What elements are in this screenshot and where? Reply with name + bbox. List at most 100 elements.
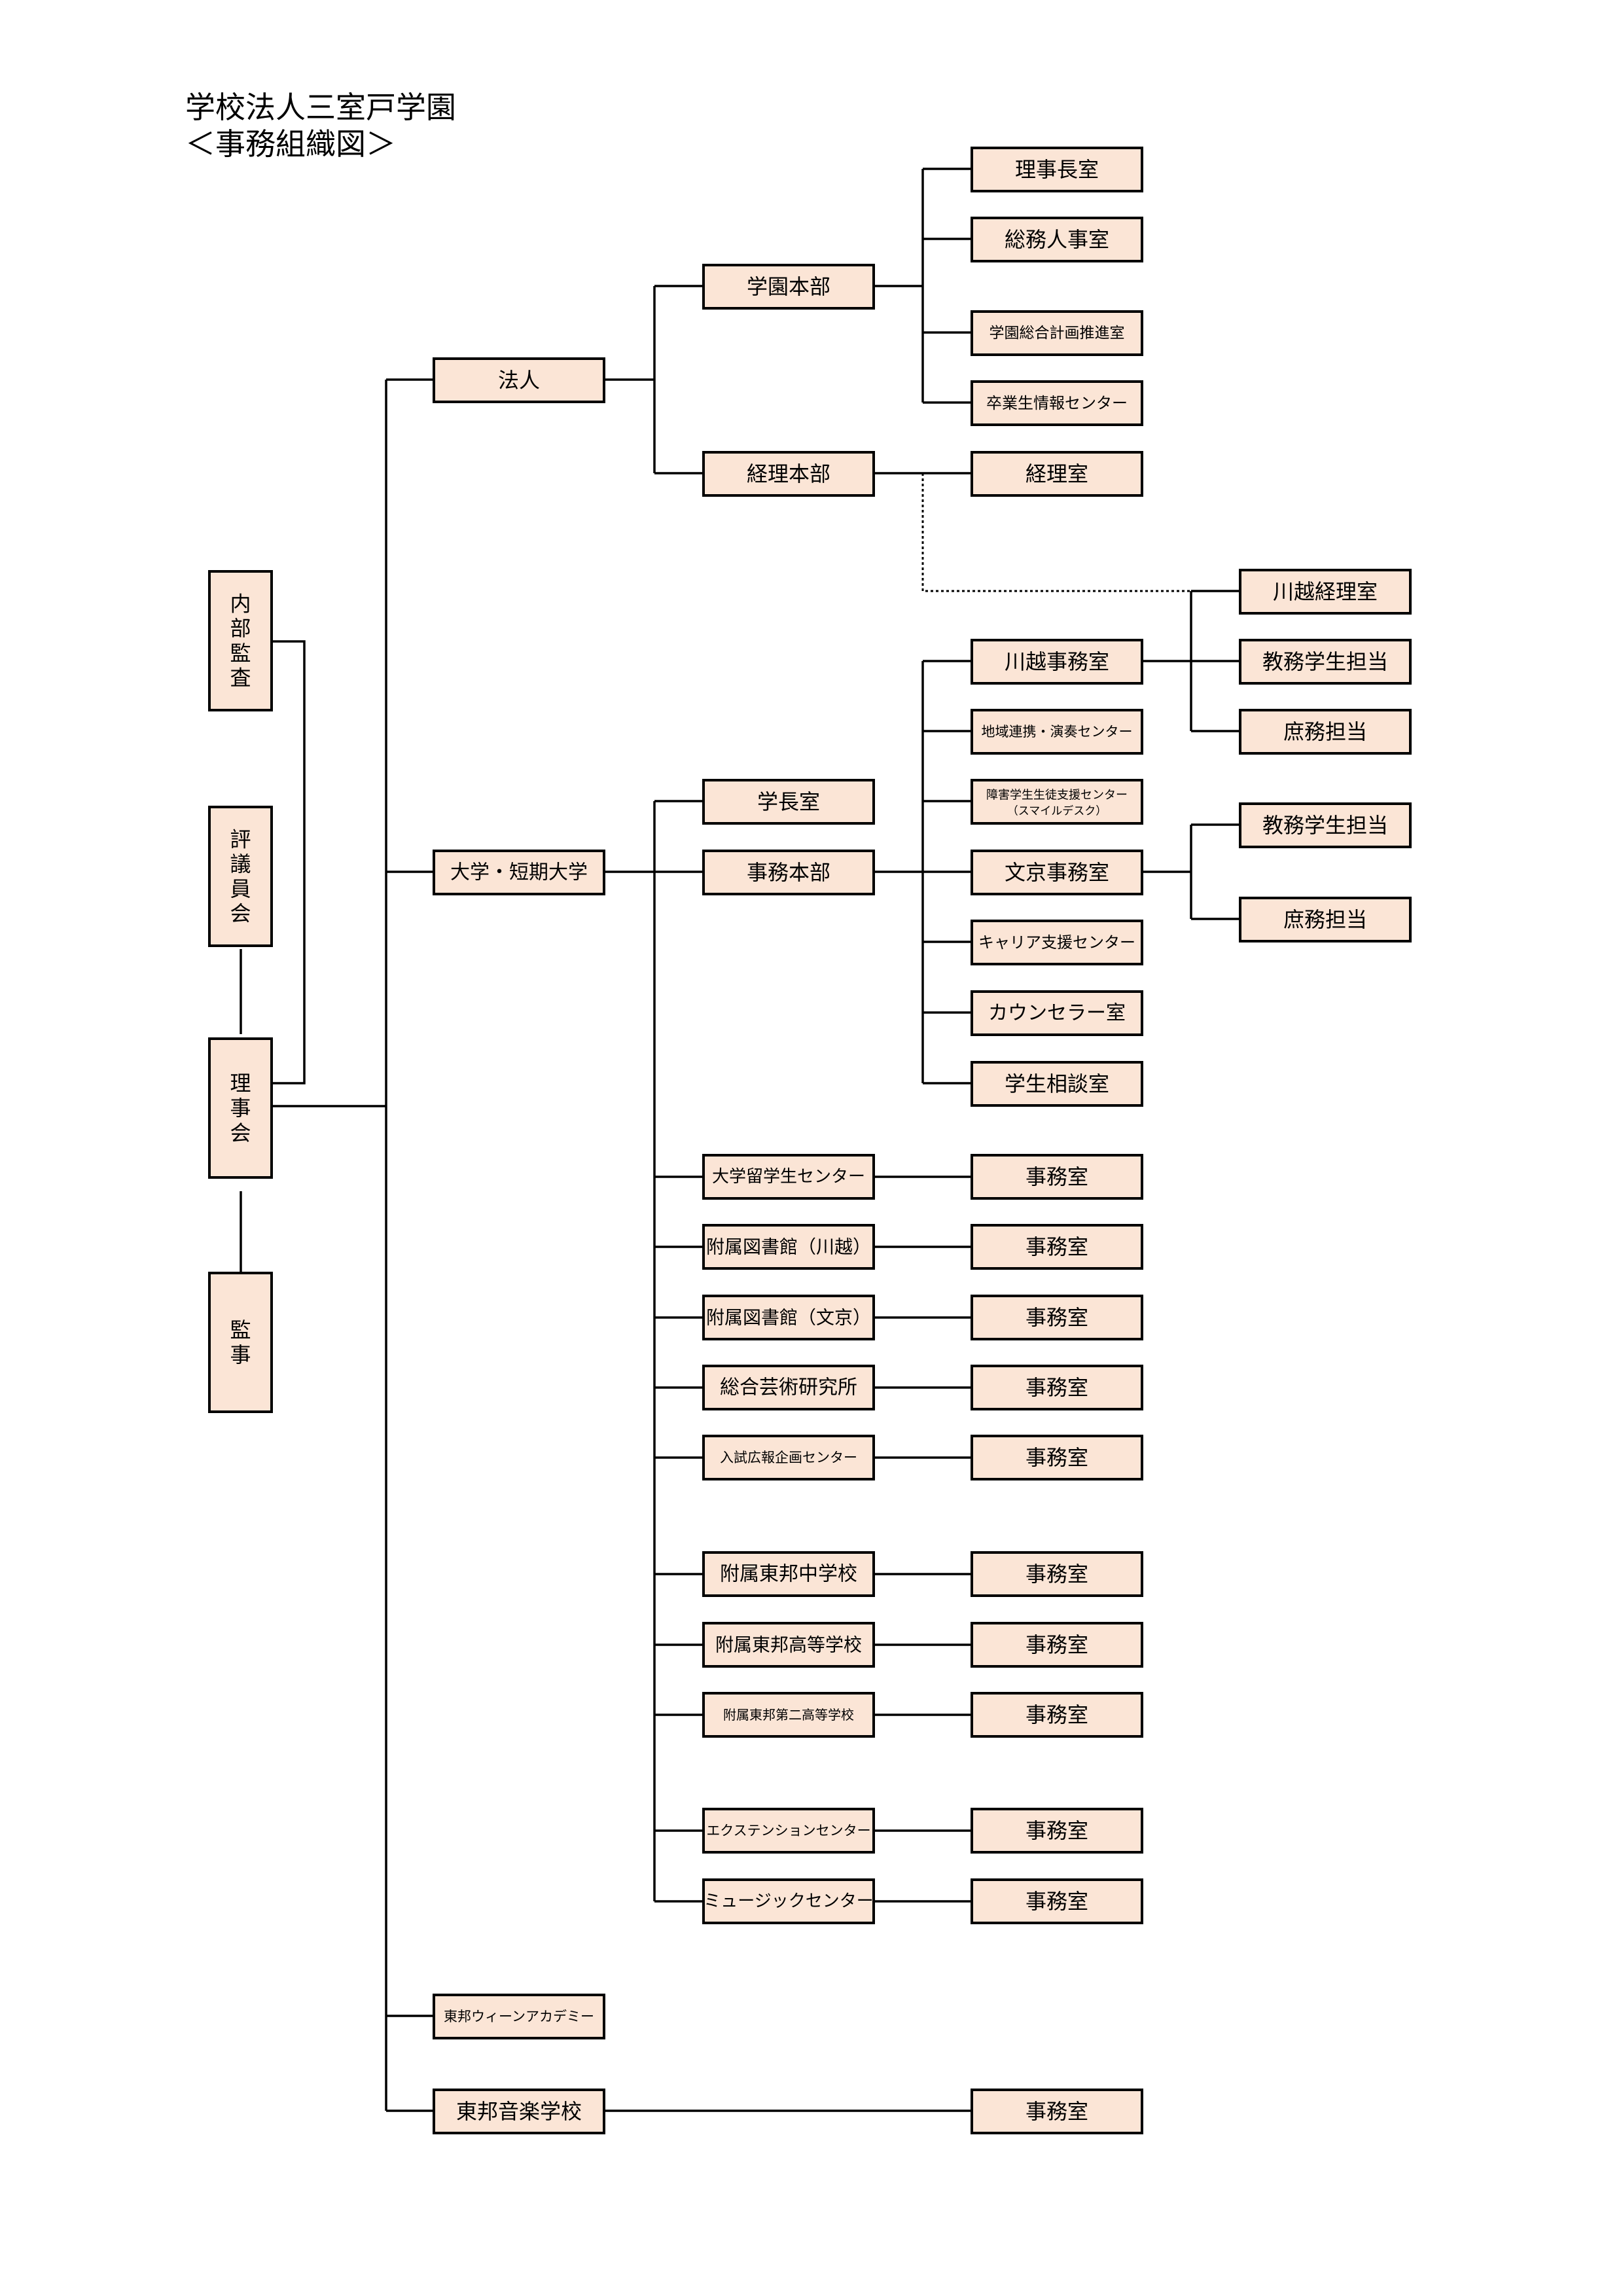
alumni-center: 卒業生情報センター [971, 380, 1143, 426]
library-bunkyo-office: 事務室 [971, 1295, 1143, 1340]
library-kawagoe-office-box [971, 1224, 1143, 1270]
president-office-label: 学長室 [757, 789, 820, 814]
student-counseling-label: 学生相談室 [1005, 1071, 1109, 1096]
kawagoe-office: 川越事務室 [971, 639, 1143, 685]
internal-audit: 内部監査 [208, 570, 273, 711]
arts-research-institute: 総合芸術研究所 [702, 1365, 875, 1410]
connector-lines [240, 168, 1240, 2112]
general-affairs-office-label: 総務人事室 [1005, 227, 1109, 252]
bunkyo-academic-affairs-label: 教務学生担当 [1262, 813, 1388, 838]
library-kawagoe-box [702, 1224, 875, 1270]
corp: 法人 [433, 357, 605, 403]
council: 評議員会 [208, 806, 273, 947]
bunkyo-office: 文京事務室 [971, 850, 1143, 895]
finance-hq-box [702, 451, 875, 497]
arts-research-institute-box [702, 1365, 875, 1410]
chairman-office-label: 理事長室 [1015, 157, 1099, 182]
auditor-label: 監事 [230, 1318, 251, 1367]
music-center-label: ミュージックセンター [704, 1892, 873, 1911]
bunkyo-academic-affairs: 教務学生担当 [1239, 802, 1412, 848]
corp-label: 法人 [498, 368, 540, 393]
library-bunkyo-office-label: 事務室 [1026, 1305, 1088, 1330]
gakuen-hq-label: 学園本部 [747, 274, 830, 299]
kawagoe-academic-affairs: 教務学生担当 [1239, 639, 1412, 685]
admin-hq-label: 事務本部 [747, 860, 830, 885]
music-center-office: 事務室 [971, 1878, 1143, 1924]
board: 理事会 [208, 1037, 273, 1179]
general-affairs-office: 総務人事室 [971, 217, 1143, 262]
internal-audit-box [208, 570, 273, 711]
career-center-label: キャリア支援センター [978, 933, 1135, 952]
kawagoe-general-affairs-box [1239, 709, 1412, 755]
auditor: 監事 [208, 1272, 273, 1413]
auditor-box [208, 1272, 273, 1413]
bunkyo-office-label: 文京事務室 [1005, 860, 1109, 885]
counselor-office-box [971, 990, 1143, 1036]
planning-office-box [971, 310, 1143, 356]
kawagoe-office-box [971, 639, 1143, 685]
kawagoe-accounting-box [1239, 569, 1412, 615]
vienna-academy-label: 東邦ウィーンアカデミー [444, 2009, 594, 2024]
disability-center-label-2: （スマイルデスク） [1007, 804, 1107, 818]
accounting-office-box [971, 451, 1143, 497]
library-kawagoe: 附属図書館（川越） [702, 1224, 875, 1270]
accounting-office: 経理室 [971, 451, 1143, 497]
chairman-office-box [971, 147, 1143, 192]
extension-center-office: 事務室 [971, 1808, 1143, 1854]
disability-center-label-1: 障害学生生徒支援センター [986, 789, 1128, 802]
chart-title-line1: 学校法人三室戸学園 [185, 90, 456, 125]
junior-high-school-office: 事務室 [971, 1551, 1143, 1597]
admissions-center-box [702, 1435, 875, 1480]
career-center: キャリア支援センター [971, 920, 1143, 965]
music-center-box [702, 1878, 875, 1924]
library-bunkyo-label: 附属図書館（文京） [706, 1307, 871, 1329]
regional-center-box [971, 709, 1143, 755]
music-school-label: 東邦音楽学校 [456, 2099, 582, 2124]
university-box [433, 850, 605, 895]
regional-center-label: 地域連携・演奏センター [982, 724, 1133, 740]
junior-high-school-office-box [971, 1551, 1143, 1597]
admissions-center-office-box [971, 1435, 1143, 1480]
chairman-office: 理事長室 [971, 147, 1143, 192]
bunkyo-office-box [971, 850, 1143, 895]
gakuen-hq: 学園本部 [702, 264, 875, 310]
council-box [208, 806, 273, 947]
high-school: 附属東邦高等学校 [702, 1622, 875, 1668]
extension-center-label: エクステンションセンター [706, 1823, 870, 1839]
extension-center-box [702, 1808, 875, 1854]
president-office: 学長室 [702, 779, 875, 825]
gakuen-hq-box [702, 264, 875, 310]
accounting-office-label: 経理室 [1026, 461, 1088, 486]
extension-center-office-box [971, 1808, 1143, 1854]
alumni-center-label: 卒業生情報センター [986, 394, 1128, 412]
second-high-school-label: 附属東邦第二高等学校 [723, 1707, 854, 1723]
kawagoe-accounting: 川越経理室 [1239, 569, 1412, 615]
finance-hq: 経理本部 [702, 451, 875, 497]
disability-center-box [971, 779, 1143, 825]
music-school-box [433, 2089, 605, 2134]
admissions-center-office: 事務室 [971, 1435, 1143, 1480]
kawagoe-office-label: 川越事務室 [1005, 649, 1109, 674]
intl-student-center-box [702, 1154, 875, 1200]
kawagoe-accounting-label: 川越経理室 [1273, 579, 1378, 604]
high-school-office: 事務室 [971, 1622, 1143, 1668]
extension-center: エクステンションセンター [702, 1808, 875, 1854]
counselor-office-label: カウンセラー室 [988, 1002, 1126, 1025]
junior-high-school-label: 附属東邦中学校 [720, 1563, 857, 1586]
second-high-school-office-label: 事務室 [1026, 1702, 1088, 1727]
admissions-center-office-label: 事務室 [1026, 1445, 1088, 1470]
career-center-box [971, 920, 1143, 965]
vienna-academy: 東邦ウィーンアカデミー [433, 1994, 605, 2039]
junior-high-school-box [702, 1551, 875, 1597]
board-label: 理事会 [230, 1071, 251, 1145]
student-counseling: 学生相談室 [971, 1061, 1143, 1107]
library-bunkyo-office-box [971, 1295, 1143, 1340]
kawagoe-academic-affairs-label: 教務学生担当 [1262, 649, 1388, 674]
kawagoe-general-affairs-label: 庶務担当 [1283, 719, 1367, 744]
connector-line [921, 473, 1191, 592]
university: 大学・短期大学 [433, 850, 605, 895]
board-box [208, 1037, 273, 1179]
library-kawagoe-label: 附属図書館（川越） [706, 1236, 871, 1258]
